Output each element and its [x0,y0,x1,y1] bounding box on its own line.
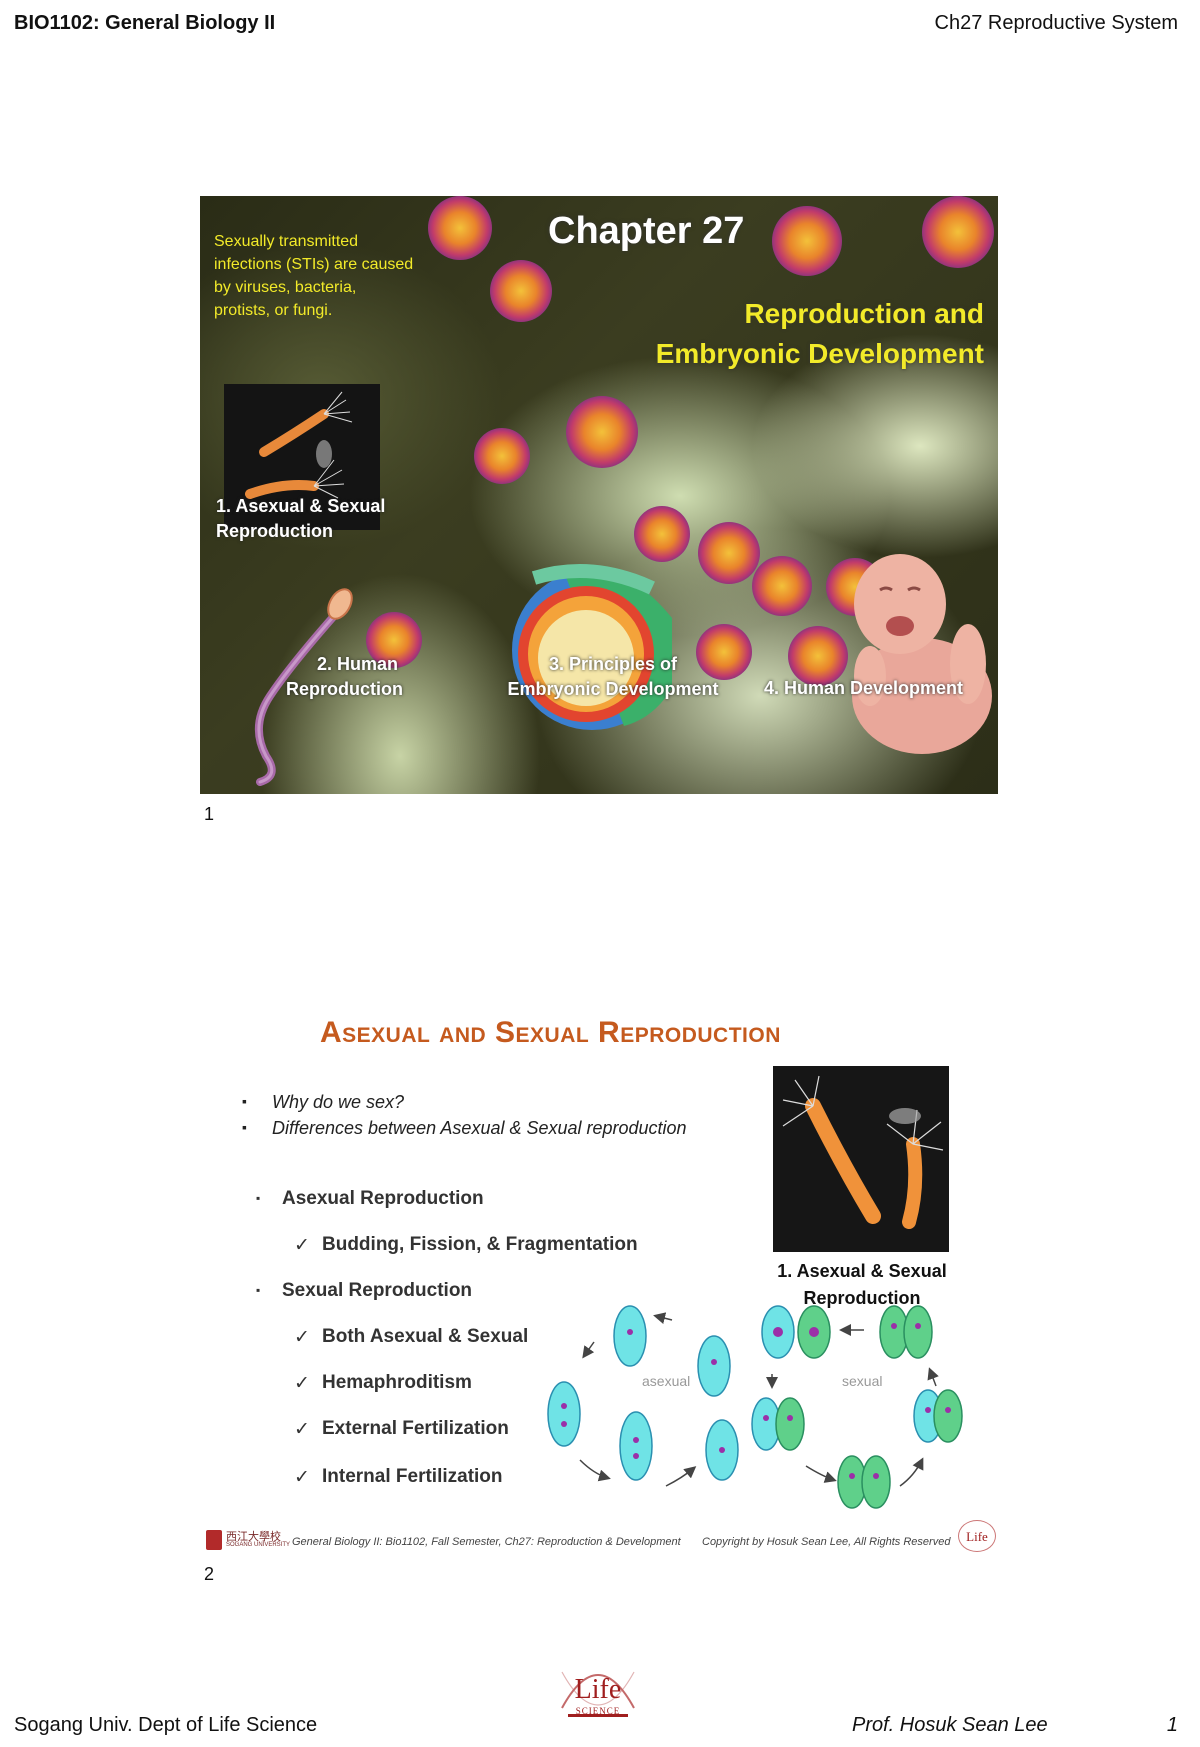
hydra-caption-line2: Reproduction [803,1288,921,1308]
slide-2-title: Asexual and Sexual Reproduction [320,1016,781,1049]
section-4-label: 4. Human Development [764,678,964,698]
page-number: 1 [1166,1714,1178,1736]
professor-label: Prof. Hosuk Sean Lee [852,1714,1048,1736]
virus-particle [490,260,552,322]
sperm-illustration [254,588,353,786]
slide-1: Sexually transmitted infections (STIs) a… [200,196,998,794]
sexual-cycle [751,1305,963,1509]
section-2-line1: 2. Human [316,654,398,674]
hydra-caption: 1. Asexual & Sexual Reproduction [760,1258,964,1312]
reproduction-cycle-diagram: asexual sexual [547,1305,963,1509]
section-3-line1: 3. Principles of [548,654,678,674]
hydra-caption-line1: 1. Asexual & Sexual [777,1261,947,1281]
virus-particle [366,612,422,668]
life-science-logo: Life SCIENCE [548,1652,648,1728]
baby-illustration [852,554,992,754]
hydra-illustration [245,391,353,499]
footer-course-text: General Biology II: Bio1102, Fall Semest… [292,1536,681,1548]
slide-2-footer: 西江大學校 SOGANG UNIVERSITY Life [204,1520,998,1556]
section-2-line2: Reproduction [286,679,403,699]
question-2: Differences between Asexual & Sexual rep… [242,1118,687,1139]
department-label: Sogang Univ. Dept of Life Science [14,1714,318,1736]
chapter-subtitle-line1: Reproduction and [744,298,984,329]
sexual-item: Hemaphroditism [294,1372,472,1395]
chapter-label: Ch27 Reproductive System [934,12,1178,34]
virus-particle [698,522,760,584]
asexual-item: Budding, Fission, & Fragmentation [294,1234,638,1257]
virus-particle [788,626,848,686]
virus-particle [752,556,812,616]
asexual-cycle [547,1305,739,1487]
embryo-illustration [512,563,672,730]
section-2-label: 2. Human Reproduction [286,652,403,702]
logo-science-text: SCIENCE [575,1706,621,1716]
virus-particle [428,196,492,260]
hydra-photo [224,384,380,530]
sexual-heading: Sexual Reproduction [256,1280,472,1302]
section-3-label: 3. Principles of Embryonic Development [500,652,726,702]
life-science-small-logo-icon: Life [958,1520,996,1552]
university-name-en: SOGANG UNIVERSITY [226,1542,291,1548]
virus-particle [922,196,994,268]
asexual-diagram-label: asexual [642,1373,690,1389]
logo-life-text: Life [574,1674,622,1705]
sti-note: Sexually transmitted infections (STIs) a… [214,233,414,319]
sogang-seal-icon [206,1530,222,1550]
section-1-label: 1. Asexual & Sexual Reproduction [216,494,385,544]
virus-particle [772,206,842,276]
virus-particle [696,624,752,680]
course-title: BIO1102: General Biology II [14,12,276,34]
section-1-line2: Reproduction [216,521,333,541]
section-1-line1: 1. Asexual & Sexual [216,496,386,516]
sexual-diagram-label: sexual [842,1373,882,1389]
virus-particle [566,396,638,468]
sexual-item: Internal Fertilization [294,1466,502,1489]
footer-copyright-text: Copyright by Hosuk Sean Lee, All Rights … [702,1536,951,1548]
question-1: Why do we sex? [242,1092,404,1113]
section-3-line2: Embryonic Development [507,679,719,699]
chapter-subtitle-line2: Embryonic Development [655,338,984,369]
sexual-item: External Fertilization [294,1418,509,1441]
sexual-item: Both Asexual & Sexual [294,1326,528,1349]
virus-particle [634,506,690,562]
chapter-title: Chapter 27 [548,210,745,252]
slide-number-2: 2 [204,1564,215,1584]
hydra-photo [773,1066,949,1252]
dna-logo-icon [561,1671,635,1717]
university-name-kr: 西江大學校 [226,1531,281,1543]
slide-number-1: 1 [204,804,215,824]
virus-particle [474,428,530,484]
asexual-heading: Asexual Reproduction [256,1188,484,1210]
hydra-illustration [782,1075,944,1229]
